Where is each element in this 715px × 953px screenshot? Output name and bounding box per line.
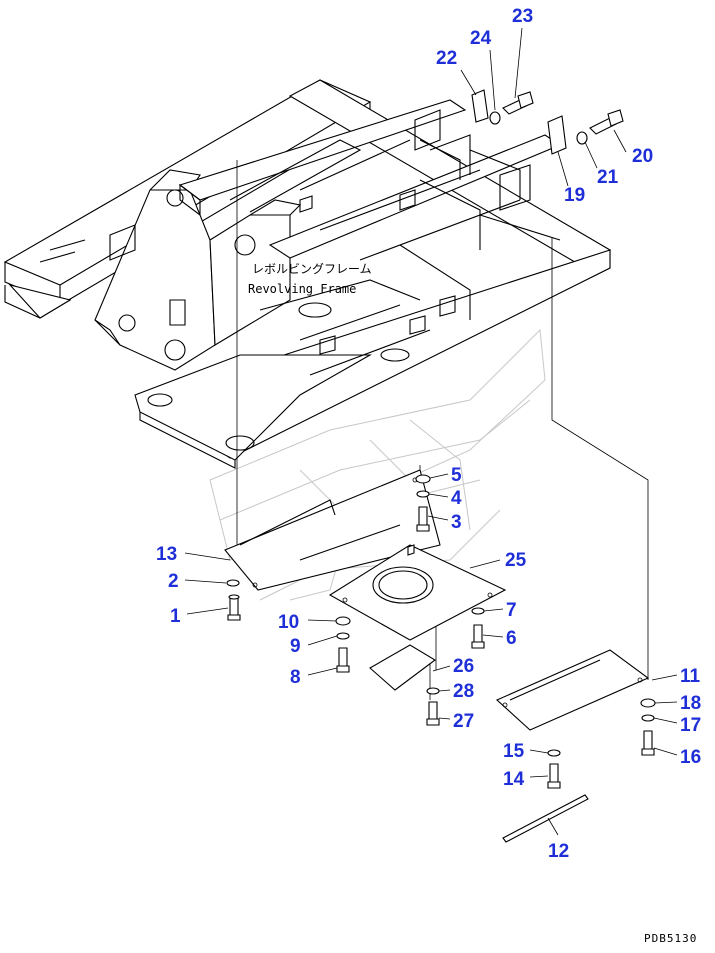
bracket-plate-19 bbox=[547, 115, 567, 155]
bracket-plate-22 bbox=[471, 89, 489, 123]
callout-26: 26 bbox=[453, 656, 474, 677]
callout-15: 15 bbox=[503, 741, 525, 762]
fastener-stack-8-10 bbox=[335, 616, 351, 673]
callout-17: 17 bbox=[680, 715, 701, 736]
callout-10: 10 bbox=[278, 612, 299, 633]
callout-3: 3 bbox=[451, 512, 462, 533]
callout-leaders bbox=[184, 27, 678, 836]
fastener-stack-14-15 bbox=[547, 749, 561, 789]
seal-strip-12 bbox=[502, 794, 589, 843]
fastener-stack-1-2 bbox=[226, 579, 241, 621]
washer-21 bbox=[576, 131, 588, 145]
callout-22: 22 bbox=[436, 48, 457, 69]
callout-4: 4 bbox=[451, 488, 462, 509]
callout-9: 9 bbox=[290, 636, 301, 657]
washer-24 bbox=[489, 111, 501, 125]
cover-plate-26 bbox=[369, 644, 436, 691]
cover-plate-25 bbox=[328, 544, 507, 641]
callout-27: 27 bbox=[453, 711, 474, 732]
fastener-stack-6-7 bbox=[471, 607, 485, 649]
callout-8: 8 bbox=[290, 667, 301, 688]
callout-21: 21 bbox=[597, 167, 619, 188]
bracket-parts-group bbox=[471, 89, 624, 155]
callout-6: 6 bbox=[506, 628, 517, 649]
drawing-code: PDB5130 bbox=[644, 932, 697, 945]
fastener-stack-27-28 bbox=[426, 687, 440, 726]
callout-11: 11 bbox=[680, 666, 701, 687]
callout-5: 5 bbox=[451, 465, 462, 486]
callout-28: 28 bbox=[453, 681, 474, 702]
callout-23: 23 bbox=[512, 6, 533, 27]
revolving-frame bbox=[3, 79, 612, 469]
callout-25: 25 bbox=[505, 550, 527, 571]
callout-7: 7 bbox=[506, 600, 517, 621]
callout-19: 19 bbox=[564, 185, 585, 206]
callout-16: 16 bbox=[680, 747, 701, 768]
callout-12: 12 bbox=[548, 841, 569, 862]
frame-label-jp: レボルビングフレーム bbox=[252, 262, 372, 276]
callout-24: 24 bbox=[470, 28, 492, 49]
callout-20: 20 bbox=[632, 146, 653, 167]
callout-1: 1 bbox=[170, 606, 181, 627]
cover-plate-11 bbox=[496, 649, 650, 731]
callout-14: 14 bbox=[503, 769, 525, 790]
frame-label-en: Revolving Frame bbox=[248, 282, 356, 296]
fastener-stack-16-18 bbox=[640, 698, 656, 756]
callout-18: 18 bbox=[680, 693, 701, 714]
callout-2: 2 bbox=[168, 571, 179, 592]
cover-plate-13 bbox=[224, 469, 441, 591]
fastener-stack-3-5 bbox=[415, 474, 431, 532]
callout-13: 13 bbox=[156, 544, 177, 565]
callout-numbers: 1 2 3 4 5 6 7 8 9 10 11 12 13 14 15 16 1… bbox=[156, 6, 701, 862]
